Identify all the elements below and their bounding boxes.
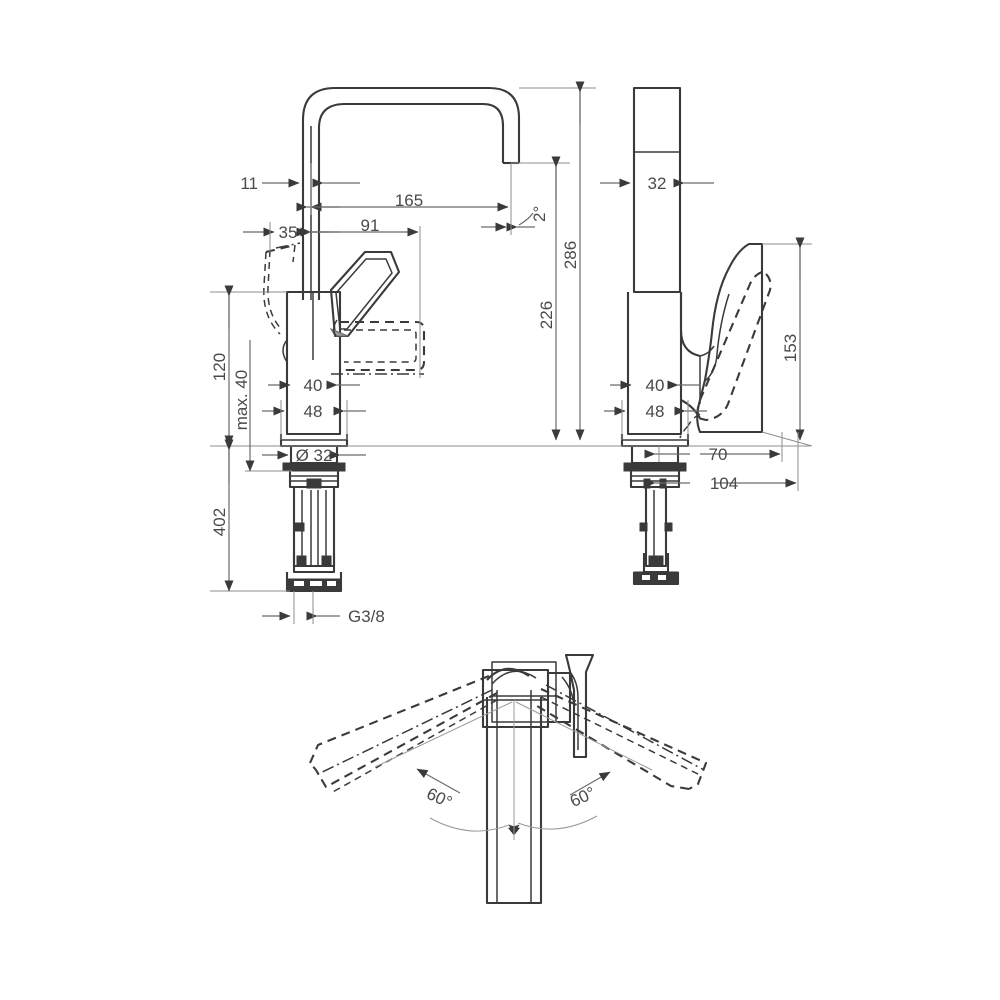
dim-label-286: 286 — [561, 241, 580, 269]
dim-label-120: 120 — [210, 353, 229, 381]
dim-label-32: 32 — [648, 174, 667, 193]
dim-label-11: 11 — [240, 174, 258, 193]
dim-handle-reach-70: 70 — [644, 432, 783, 464]
lever-handle — [329, 250, 401, 338]
dim-label-91: 91 — [361, 216, 380, 235]
front-elevation-view: 11 165 2° 35 — [210, 81, 790, 626]
dim-side-spout-32: 32 — [600, 174, 714, 193]
dim-thread-g38: G3/8 — [262, 591, 385, 626]
lever-handle-back-ghost — [263, 242, 301, 335]
dim-label-40-side: 40 — [646, 376, 665, 395]
dim-side-width-48: 48 — [604, 400, 707, 440]
side-elevation-view: 32 153 40 48 7 — [600, 86, 813, 586]
dim-max-deck-40: max. 40 — [232, 340, 255, 472]
dim-overall-length-402: 402 — [210, 439, 234, 592]
dim-label-153: 153 — [781, 334, 800, 362]
dim-label-104: 104 — [710, 474, 738, 493]
side-handle-raised-ghost — [679, 271, 772, 439]
plan-spout — [485, 690, 543, 905]
dim-label-g38: G3/8 — [348, 607, 385, 626]
dim-body-height-120: 120 — [210, 285, 234, 447]
dim-label-48-front: 48 — [304, 402, 323, 421]
dim-label-2deg: 2° — [530, 206, 549, 222]
dim-total-height-286: 286 — [519, 81, 596, 441]
dim-body-width-40: 40 — [268, 376, 360, 395]
plan-handle-ghost-left — [309, 675, 498, 794]
side-shank-assembly — [623, 446, 687, 586]
dim-base-width-48: 48 — [262, 400, 366, 440]
lever-handle-lowered-ghost — [331, 320, 426, 375]
dim-label-226: 226 — [537, 301, 556, 329]
dim-label-35: 35 — [279, 223, 298, 242]
dim-handle-reach-104: 104 — [644, 432, 799, 493]
dim-handle-front-91: 91 — [296, 216, 421, 378]
dim-label-max40: max. 40 — [232, 370, 251, 430]
plan-angle-left: 60° — [374, 701, 521, 836]
dim-label-402: 402 — [210, 508, 229, 536]
dim-label-70: 70 — [709, 445, 728, 464]
dim-outlet-angle-2deg: 2° — [481, 170, 549, 235]
dim-shank-dia-32: Ø 32 — [262, 446, 366, 465]
dim-side-width-40: 40 — [610, 376, 700, 395]
shank-assembly — [282, 446, 346, 593]
dim-label-dia32: Ø 32 — [296, 446, 333, 465]
dim-handle-height-153: 153 — [761, 237, 813, 447]
plan-lever-handle — [561, 653, 595, 759]
top-plan-view: 60° 60° — [309, 653, 708, 905]
plan-handle-ghost-right — [531, 684, 708, 791]
dim-label-48-side: 48 — [646, 402, 665, 421]
dim-outlet-height-226: 226 — [511, 156, 570, 441]
dim-spout-wall-11: 11 — [240, 174, 360, 193]
side-lever-handle — [696, 242, 764, 434]
dim-label-40-front: 40 — [304, 376, 323, 395]
dim-label-165: 165 — [395, 191, 423, 210]
